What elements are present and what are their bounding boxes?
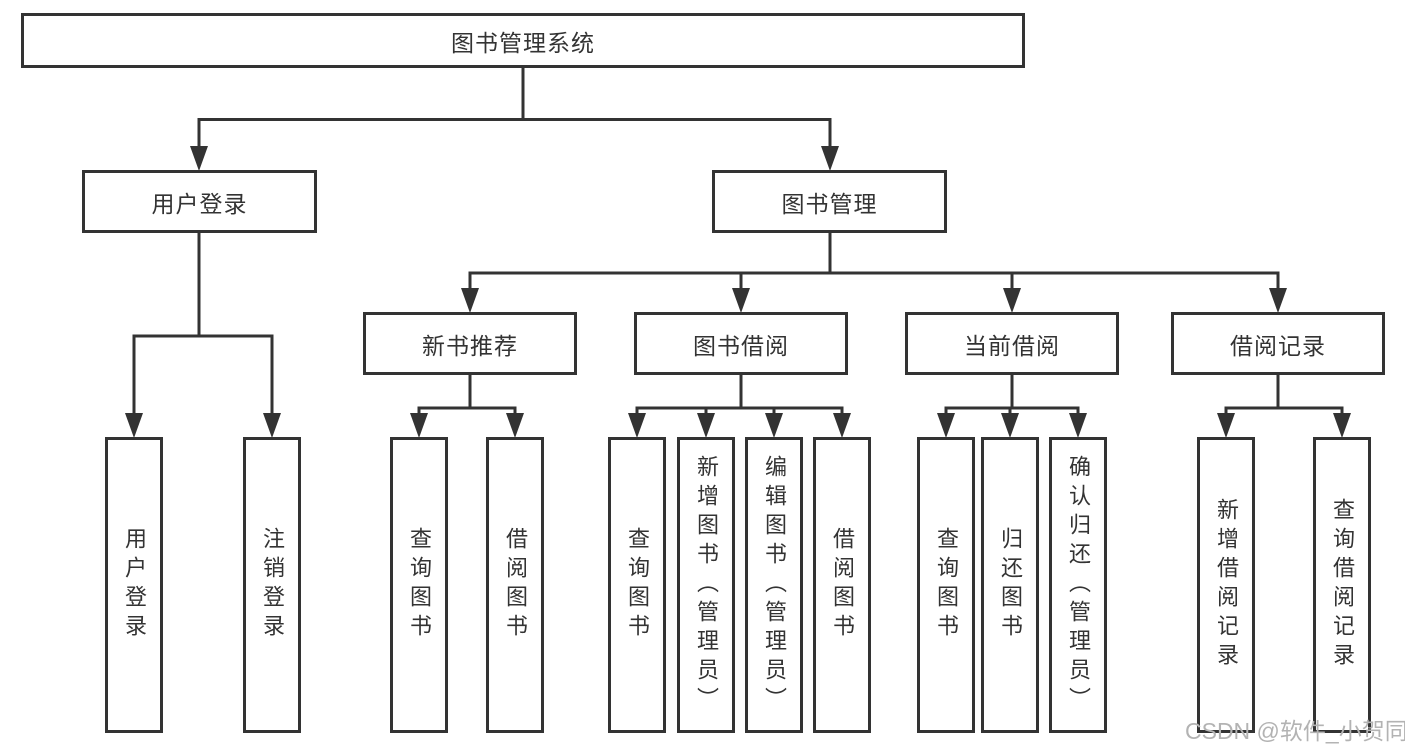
node-current-borrowing: 当前借阅 bbox=[905, 312, 1119, 375]
node-borrowing-records-label: 借阅记录 bbox=[1230, 332, 1326, 359]
watermark: CSDN @软件_小贺同学 bbox=[1185, 718, 1405, 744]
node-book-borrowing: 图书借阅 bbox=[634, 312, 848, 375]
node-borrowing-records: 借阅记录 bbox=[1171, 312, 1385, 375]
node-book-borrowing-label: 图书借阅 bbox=[693, 332, 789, 359]
node-user-login: 用户登录 bbox=[82, 170, 317, 233]
node-user-login-label: 用户登录 bbox=[151, 190, 248, 217]
leaf-user-login: 用户登录 bbox=[105, 437, 163, 733]
leaf-borrow-books-recommend-label: 借阅图书 bbox=[503, 527, 528, 643]
leaf-edit-book-admin-label: 编辑图书（管理员） bbox=[762, 454, 787, 716]
leaf-logout-label: 注销登录 bbox=[260, 527, 285, 643]
leaf-borrow-books: 借阅图书 bbox=[813, 437, 871, 733]
node-new-book-recommend: 新书推荐 bbox=[363, 312, 577, 375]
leaf-return-books: 归还图书 bbox=[981, 437, 1039, 733]
leaf-logout: 注销登录 bbox=[243, 437, 301, 733]
leaf-query-books-current: 查询图书 bbox=[917, 437, 975, 733]
leaf-query-borrow-record: 查询借阅记录 bbox=[1313, 437, 1371, 733]
node-root: 图书管理系统 bbox=[21, 13, 1025, 68]
node-current-borrowing-label: 当前借阅 bbox=[964, 332, 1060, 359]
leaf-query-books-borrowing-label: 查询图书 bbox=[625, 527, 650, 643]
leaf-query-borrow-record-label: 查询借阅记录 bbox=[1330, 498, 1355, 672]
leaf-add-book-admin-label: 新增图书（管理员） bbox=[694, 454, 719, 716]
node-root-label: 图书管理系统 bbox=[451, 29, 595, 56]
leaf-borrow-books-recommend: 借阅图书 bbox=[486, 437, 544, 733]
node-new-book-recommend-label: 新书推荐 bbox=[422, 332, 518, 359]
node-book-management: 图书管理 bbox=[712, 170, 947, 233]
leaf-add-borrow-record: 新增借阅记录 bbox=[1197, 437, 1255, 733]
leaf-query-books-borrowing: 查询图书 bbox=[608, 437, 666, 733]
leaf-confirm-return-admin-label: 确认归还（管理员） bbox=[1066, 454, 1091, 716]
leaf-user-login-label: 用户登录 bbox=[122, 527, 147, 643]
leaf-query-books-recommend-label: 查询图书 bbox=[407, 527, 432, 643]
leaf-confirm-return-admin: 确认归还（管理员） bbox=[1049, 437, 1107, 733]
leaf-add-borrow-record-label: 新增借阅记录 bbox=[1214, 498, 1239, 672]
leaf-add-book-admin: 新增图书（管理员） bbox=[677, 437, 735, 733]
leaf-edit-book-admin: 编辑图书（管理员） bbox=[745, 437, 803, 733]
leaf-query-books-recommend: 查询图书 bbox=[390, 437, 448, 733]
leaf-query-books-current-label: 查询图书 bbox=[934, 527, 959, 643]
leaf-return-books-label: 归还图书 bbox=[998, 527, 1023, 643]
leaf-borrow-books-label: 借阅图书 bbox=[830, 527, 855, 643]
node-book-management-label: 图书管理 bbox=[781, 190, 878, 217]
